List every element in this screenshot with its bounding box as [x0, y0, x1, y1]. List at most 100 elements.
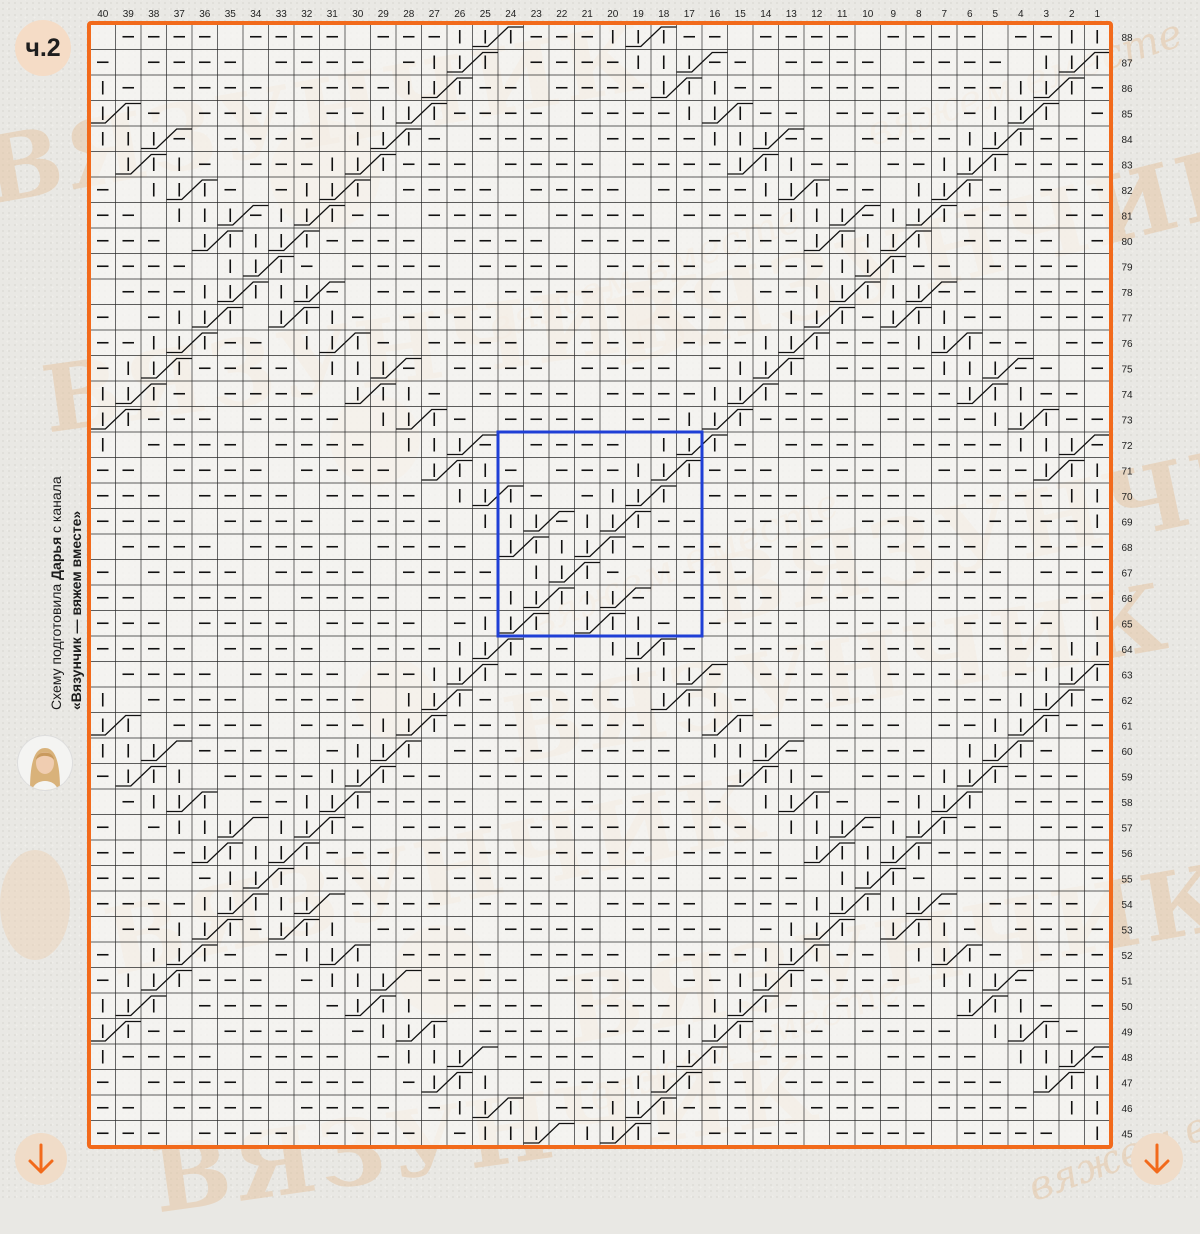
column-number: 34 [250, 9, 262, 20]
row-number: 82 [1121, 186, 1133, 197]
credit-suffix: с канала [48, 476, 64, 533]
cable-cross [268, 842, 320, 864]
column-number: 12 [811, 9, 823, 20]
row-number: 78 [1121, 288, 1133, 299]
cable-cross [1008, 1020, 1059, 1042]
column-number: 18 [658, 9, 670, 20]
cable-cross [778, 179, 830, 201]
cable-cross [957, 383, 1008, 405]
cable-cross [778, 791, 830, 813]
cable-cross [319, 179, 371, 201]
author-credit: Схему подготовила Дарья с канала «Вязунч… [46, 390, 86, 710]
cable-cross [319, 332, 371, 354]
cable-cross [855, 255, 906, 277]
cable-cross [447, 663, 498, 685]
cable-cross [294, 281, 345, 303]
row-number: 81 [1121, 211, 1133, 222]
scroll-down-button[interactable] [15, 1133, 67, 1185]
cable-cross [115, 383, 167, 405]
cable-cross [829, 816, 881, 838]
cable-cross [702, 102, 753, 124]
column-number: 32 [301, 9, 313, 20]
cable-cross [727, 995, 779, 1017]
row-number: 52 [1121, 951, 1133, 962]
column-number: 40 [97, 9, 109, 20]
row-number: 59 [1121, 772, 1133, 783]
cable-cross [957, 995, 1008, 1017]
cable-cross [651, 77, 702, 99]
column-number: 20 [607, 9, 619, 20]
cable-cross [982, 969, 1034, 991]
cable-cross [192, 306, 243, 328]
row-number: 60 [1121, 747, 1133, 758]
column-number: 5 [992, 9, 998, 20]
cable-cross [1059, 1046, 1110, 1068]
column-number: 26 [454, 9, 466, 20]
cable-cross [855, 867, 906, 889]
cable-cross [523, 510, 575, 532]
column-number: 19 [633, 9, 645, 20]
cable-cross [829, 281, 881, 303]
cable-cross [829, 893, 881, 915]
column-number: 31 [327, 9, 339, 20]
column-number: 13 [786, 9, 798, 20]
column-number: 28 [403, 9, 415, 20]
cable-cross [141, 740, 192, 762]
row-number: 84 [1121, 135, 1133, 146]
cable-cross [676, 51, 728, 73]
row-number: 62 [1121, 696, 1133, 707]
column-number: 17 [684, 9, 696, 20]
cable-cross [625, 638, 677, 660]
column-number: 23 [531, 9, 543, 20]
cable-cross [370, 969, 422, 991]
column-number: 22 [556, 9, 568, 20]
cable-cross [727, 153, 779, 175]
cable-cross [421, 689, 473, 711]
cable-cross [294, 816, 345, 838]
row-number: 86 [1121, 84, 1133, 95]
cable-cross [1033, 459, 1085, 481]
row-number: 58 [1121, 798, 1133, 809]
cable-cross [345, 153, 396, 175]
cable-cross [880, 230, 932, 252]
cable-cross [523, 587, 575, 609]
cable-cross [141, 969, 192, 991]
column-number: 9 [890, 9, 896, 20]
cable-cross [115, 995, 167, 1017]
row-number: 66 [1121, 594, 1133, 605]
cable-cross [294, 893, 345, 915]
cable-cross [421, 1071, 473, 1093]
row-number: 85 [1121, 109, 1133, 120]
cable-cross [447, 1046, 498, 1068]
cable-cross [982, 128, 1034, 150]
cable-cross [523, 1122, 575, 1144]
cable-cross [600, 587, 651, 609]
cable-cross [702, 1020, 753, 1042]
column-number: 2 [1069, 9, 1075, 20]
column-number: 38 [148, 9, 160, 20]
cable-cross [753, 357, 804, 379]
cable-cross [396, 408, 447, 430]
cable-cross [982, 740, 1034, 762]
cable-cross [829, 204, 881, 226]
cable-cross [319, 944, 371, 966]
cable-cross [600, 510, 651, 532]
cable-cross [931, 791, 983, 813]
column-number: 29 [378, 9, 390, 20]
cable-cross [217, 204, 269, 226]
cable-cross [804, 918, 855, 940]
cable-cross [498, 612, 549, 634]
row-number: 77 [1121, 313, 1133, 324]
cable-cross [880, 918, 932, 940]
cable-cross [727, 383, 779, 405]
row-number: 73 [1121, 415, 1133, 426]
cable-cross [370, 740, 422, 762]
row-number: 57 [1121, 823, 1133, 834]
cable-cross [166, 332, 218, 354]
cable-cross [957, 153, 1008, 175]
row-number: 80 [1121, 237, 1133, 248]
cable-cross [192, 918, 243, 940]
row-number: 49 [1121, 1027, 1133, 1038]
next-page-button[interactable] [1131, 1133, 1183, 1185]
